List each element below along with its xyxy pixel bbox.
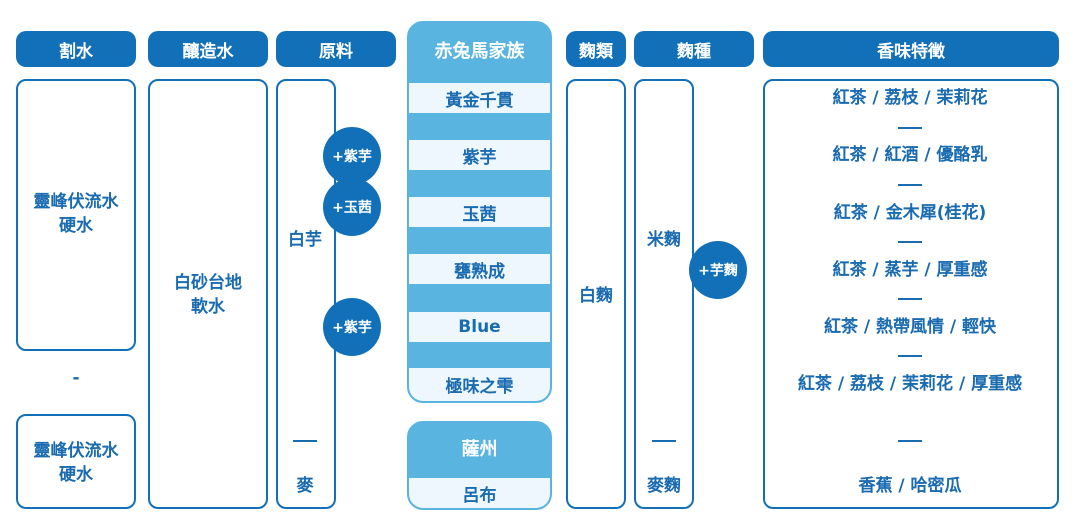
- flavor-item: 紅茶 / 荔枝 / 茉莉花 / 厚重感: [797, 374, 1023, 394]
- flavor-item: 紅茶 / 熱帶風情 / 輕快: [823, 317, 997, 337]
- family-item: 呂布: [409, 478, 550, 508]
- addition-circle: +紫芋: [323, 298, 381, 356]
- material-dash: [293, 440, 317, 442]
- family-item: Blue: [409, 312, 550, 342]
- koji-kind-other: 麥麴: [647, 476, 681, 496]
- water-cut-bottom: 靈峰伏流水 硬水: [33, 441, 119, 485]
- header-material: 原料: [276, 31, 396, 67]
- brew-water-box: [148, 79, 268, 509]
- family-header-2: 薩州: [461, 439, 498, 460]
- flavor-dash: [898, 241, 922, 243]
- family-item: 黃金千貫: [409, 83, 550, 113]
- family-item: 玉茜: [409, 197, 550, 227]
- flavor-box: [763, 79, 1059, 509]
- water-cut-top: 靈峰伏流水 硬水: [33, 192, 119, 236]
- water-cut-bottom-box: [16, 414, 136, 509]
- flavor-dash: [898, 440, 922, 442]
- water-cut-separator: -: [72, 368, 80, 388]
- material-main: 白芋: [288, 230, 322, 250]
- material-other: 麥: [296, 476, 314, 496]
- addition-circle: +紫芋: [323, 127, 381, 185]
- koji-kind-box: [634, 79, 694, 509]
- koji-kind-main: 米麴: [647, 230, 681, 250]
- flavor-item: 紅茶 / 金木犀(桂花): [833, 203, 987, 223]
- flavor-item: 紅茶 / 蒸芋 / 厚重感: [832, 260, 988, 280]
- flavor-item: 香蕉 / 哈密瓜: [858, 476, 962, 496]
- flavor-item: 紅茶 / 紅酒 / 優酪乳: [832, 145, 988, 165]
- brew-water-text: 白砂台地 軟水: [174, 273, 242, 317]
- koji-kind-dash: [652, 440, 676, 442]
- header-flavor: 香味特徵: [763, 31, 1059, 67]
- flavor-dash: [898, 355, 922, 357]
- addition-circle: +玉茜: [323, 178, 381, 236]
- flavor-dash: [898, 127, 922, 129]
- koji-type-text: 白麴: [579, 286, 613, 306]
- family-item: 極味之雫: [409, 368, 550, 401]
- family-item: 紫芋: [409, 140, 550, 170]
- header-brew-water: 釀造水: [148, 31, 268, 67]
- header-koji-kind: 麴種: [634, 31, 754, 67]
- addition-circle: +芋麴: [689, 241, 747, 299]
- family-item: 甕熟成: [409, 254, 550, 284]
- koji-type-box: [566, 79, 626, 509]
- flavor-item: 紅茶 / 荔枝 / 茉莉花: [832, 88, 988, 108]
- family-header: 赤兔馬家族: [434, 41, 525, 62]
- family-box-2: 薩州 呂布: [407, 421, 552, 510]
- header-water-cut: 割水: [16, 31, 136, 67]
- header-koji-type: 麴類: [566, 31, 626, 67]
- family-box: 赤兔馬家族 黃金千貫 紫芋 玉茜 甕熟成 Blue 極味之雫: [407, 21, 552, 403]
- flavor-dash: [898, 298, 922, 300]
- water-cut-top-box: [16, 79, 136, 351]
- flavor-dash: [898, 184, 922, 186]
